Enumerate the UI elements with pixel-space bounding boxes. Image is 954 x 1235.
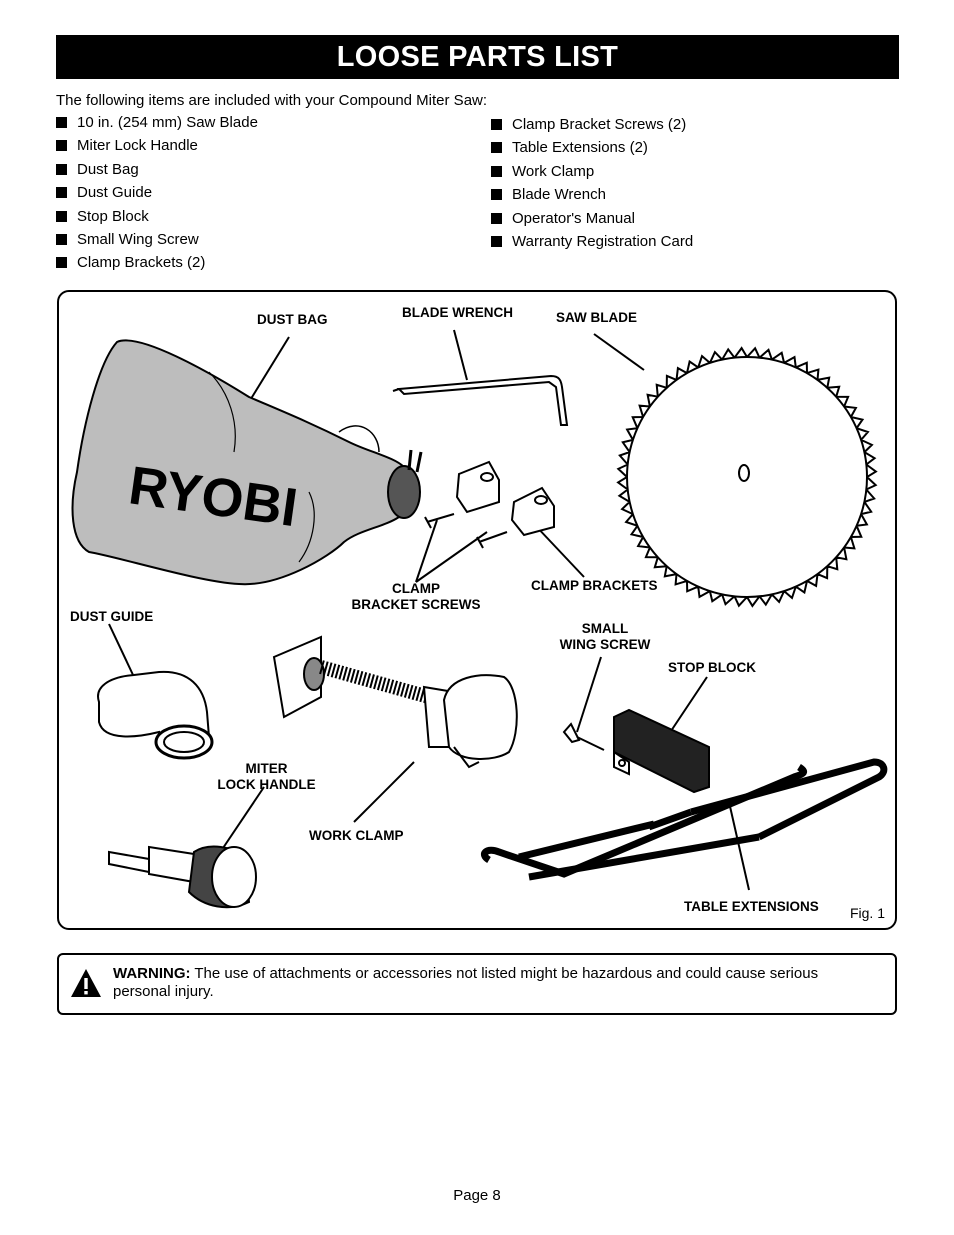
wing-screw-drawing: [562, 722, 605, 751]
list-item: Operator's Manual: [491, 207, 693, 230]
square-bullet-icon: [56, 140, 67, 152]
label-blade-wrench: BLADE WRENCH: [402, 305, 513, 320]
warning-triangle-icon: [71, 969, 101, 997]
leader-stop-block: [668, 676, 708, 735]
square-bullet-icon: [491, 119, 502, 130]
label-stop-block: STOP BLOCK: [668, 660, 757, 675]
leader-table-extensions: [728, 801, 750, 891]
stop-block-drawing: [613, 708, 710, 794]
leader-dust-bag: [248, 336, 290, 403]
square-bullet-icon: [56, 117, 67, 128]
leader-blade-wrench: [453, 329, 468, 381]
miter-lock-handle-drawing: [108, 845, 257, 909]
intro-text: The following items are included with yo…: [56, 92, 488, 109]
label-clamp-brackets: CLAMP BRACKETS: [531, 578, 658, 593]
list-item: Small Wing Screw: [56, 228, 258, 251]
list-item: Dust Bag: [56, 158, 258, 181]
square-bullet-icon: [491, 189, 502, 201]
parts-figure: RYOBI: [57, 290, 897, 930]
list-item: 10 in. (254 mm) Saw Blade: [56, 111, 258, 134]
label-dust-bag: DUST BAG: [257, 312, 328, 327]
leader-clamp-screws-2: [415, 531, 488, 583]
label-clamp-bracket-screws: CLAMP BRACKET SCREWS: [351, 581, 481, 612]
label-saw-blade: SAW BLADE: [556, 310, 637, 325]
saw-blade-drawing: [616, 346, 878, 608]
square-bullet-icon: [56, 233, 67, 245]
leader-clamp-screws-1: [415, 519, 438, 583]
warning-message: The use of attachments or accessories no…: [113, 965, 819, 1000]
work-clamp-drawing: [272, 635, 518, 769]
warning-box: WARNING: The use of attachments or acces…: [57, 953, 897, 1015]
list-item: Blade Wrench: [491, 183, 693, 206]
square-bullet-icon: [56, 187, 67, 199]
parts-illustration: RYOBI: [71, 329, 888, 909]
leader-clamp-brackets: [533, 523, 585, 578]
page-title: LOOSE PARTS LIST: [56, 35, 899, 79]
warning-label: WARNING:: [113, 965, 191, 982]
label-small-wing-screw: SMALL WING SCREW: [559, 621, 651, 652]
page-number: Page 8: [453, 1187, 501, 1204]
square-bullet-icon: [56, 257, 67, 269]
table-extensions-drawing: [481, 758, 888, 881]
list-item: Clamp Brackets (2): [56, 251, 258, 274]
leader-miter-handle: [218, 786, 265, 855]
label-miter-lock-handle: MITER LOCK HANDLE: [217, 761, 316, 792]
label-work-clamp: WORK CLAMP: [309, 828, 404, 843]
parts-list-right: Clamp Bracket Screws (2) Table Extension…: [491, 113, 693, 253]
figure-number: Fig. 1: [849, 905, 885, 921]
label-table-extensions: TABLE EXTENSIONS: [684, 899, 819, 914]
warning-text: WARNING: The use of attachments or acces…: [113, 965, 875, 1001]
square-bullet-icon: [491, 235, 502, 247]
list-item: Warranty Registration Card: [491, 230, 693, 253]
square-bullet-icon: [491, 165, 502, 177]
clamp-brackets-drawing: [424, 460, 555, 549]
leader-wing-screw: [576, 656, 602, 733]
dust-guide-drawing: [97, 670, 214, 760]
list-item: Work Clamp: [491, 160, 693, 183]
square-bullet-icon: [56, 210, 67, 222]
label-dust-guide: DUST GUIDE: [70, 609, 154, 624]
square-bullet-icon: [491, 142, 502, 154]
blade-wrench-drawing: [392, 374, 569, 426]
square-bullet-icon: [56, 163, 67, 175]
saw-blade-teeth: [616, 346, 878, 608]
leader-dust-guide: [108, 623, 135, 678]
square-bullet-icon: [491, 212, 502, 224]
list-item: Table Extensions (2): [491, 136, 693, 159]
dust-bag-drawing: RYOBI: [71, 339, 423, 586]
list-item: Miter Lock Handle: [56, 134, 258, 157]
list-item: Dust Guide: [56, 181, 258, 204]
leader-work-clamp: [353, 761, 415, 823]
parts-list-left: 10 in. (254 mm) Saw Blade Miter Lock Han…: [56, 111, 258, 275]
list-item: Clamp Bracket Screws (2): [491, 113, 693, 136]
list-item: Stop Block: [56, 205, 258, 228]
leader-saw-blade: [593, 333, 645, 371]
